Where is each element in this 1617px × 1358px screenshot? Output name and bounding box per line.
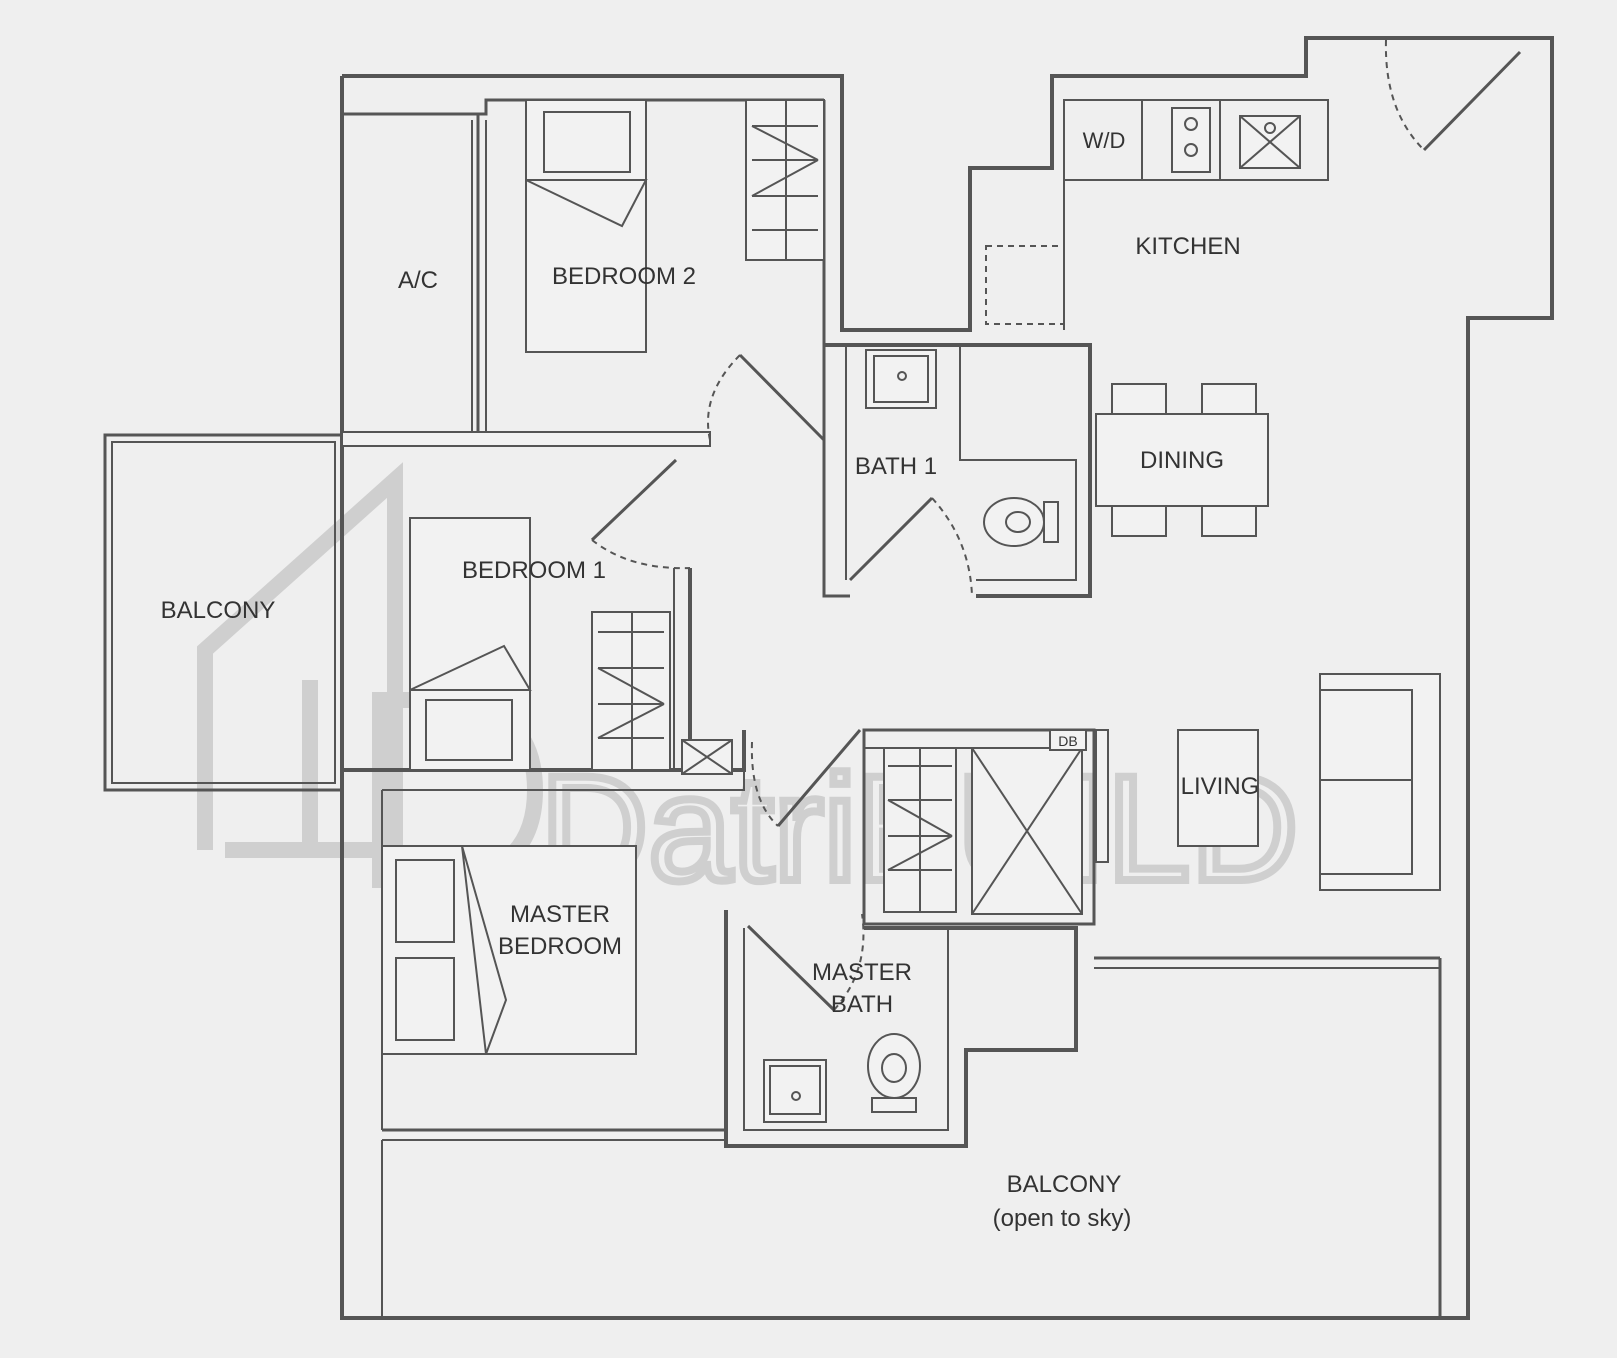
label-bedroom-2: BEDROOM 2	[552, 263, 696, 290]
watermark-logo: DatriBUILD	[197, 462, 1303, 916]
label-kitchen: KITCHEN	[1135, 233, 1240, 260]
sofa	[1319, 673, 1441, 891]
label-master-bath-2: BATH	[831, 991, 893, 1018]
balcony-left-outline	[103, 433, 344, 792]
basin-master	[763, 1059, 827, 1123]
exterior-walls	[103, 36, 1554, 1320]
room-labels: A/C BEDROOM 2 BEDROOM 1 BALCONY BATH 1 K…	[161, 128, 1260, 1232]
dining-table	[1095, 413, 1269, 507]
toilet-master	[867, 1033, 921, 1099]
label-bath-1: BATH 1	[855, 453, 937, 480]
label-master-bath-1: MASTER	[812, 959, 912, 986]
db-box	[1049, 729, 1087, 751]
label-dining: DINING	[1140, 447, 1224, 474]
label-wd: W/D	[1083, 128, 1126, 153]
fixtures	[381, 99, 1441, 1123]
label-balcony-bottom-1: BALCONY	[1007, 1171, 1122, 1198]
label-balcony-left: BALCONY	[161, 597, 276, 624]
fridge-space	[985, 245, 1065, 325]
label-master-bedroom-2: BEDROOM	[498, 933, 622, 960]
label-db: DB	[1058, 733, 1077, 749]
label-balcony-bottom-2: (open to sky)	[993, 1205, 1132, 1232]
doors	[590, 39, 1522, 1012]
label-bedroom-1: BEDROOM 1	[462, 557, 606, 584]
label-ac: A/C	[398, 267, 438, 294]
toilet-bath1	[983, 497, 1045, 547]
coffee-table	[1177, 729, 1259, 847]
label-living: LIVING	[1181, 773, 1260, 800]
label-master-bedroom-1: MASTER	[510, 901, 610, 928]
